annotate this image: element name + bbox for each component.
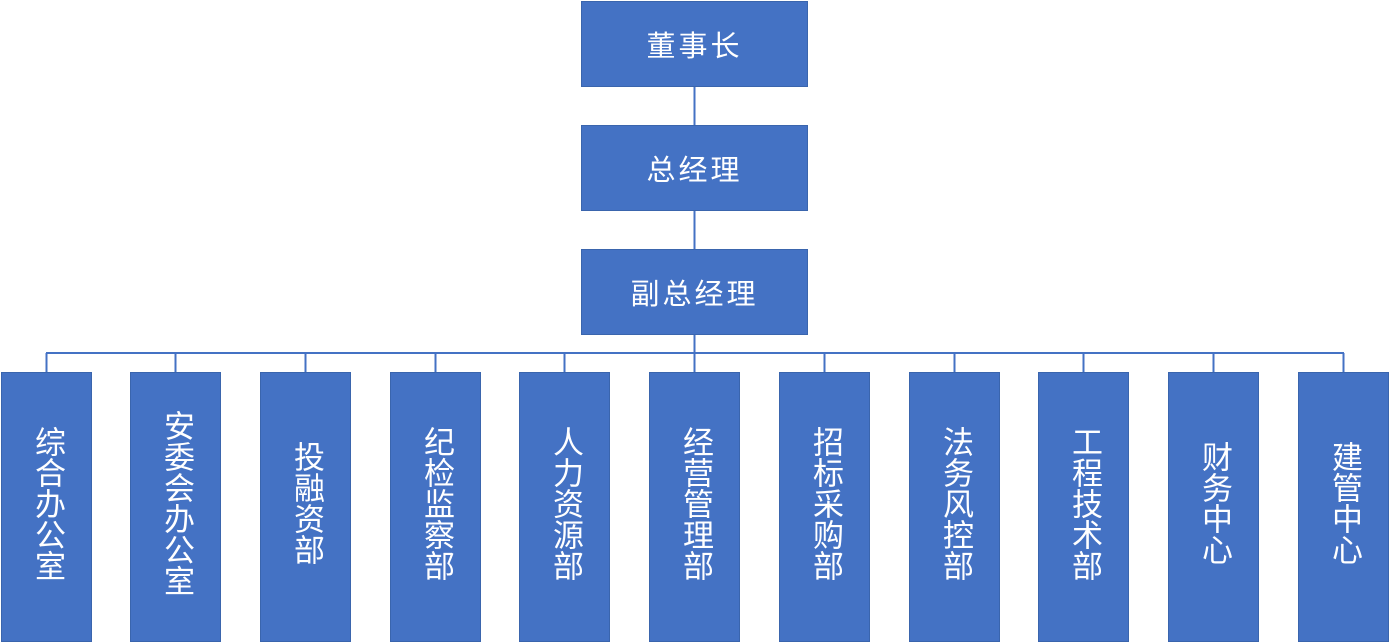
box-dept-finance-center[interactable]: 财务中心: [1168, 372, 1259, 642]
dept-label: 投融资部: [288, 441, 324, 565]
dept-label: 纪检监察部: [418, 425, 454, 581]
box-dept-human-resources[interactable]: 人力资源部: [519, 372, 610, 642]
box-chairman-label: 董事长: [646, 29, 743, 63]
department-connector-drops: [45, 353, 1345, 372]
dept-label: 安委会办公室: [158, 410, 194, 596]
box-dept-safety-committee-office[interactable]: 安委会办公室: [130, 372, 221, 642]
box-general-manager-label: 总经理: [646, 153, 743, 187]
box-dept-discipline-inspection[interactable]: 纪检监察部: [390, 372, 481, 642]
box-dept-construction-management-center[interactable]: 建管中心: [1298, 372, 1389, 642]
box-deputy-general-manager-label: 副总经理: [630, 277, 759, 311]
box-dept-investment-financing[interactable]: 投融资部: [260, 372, 351, 642]
dept-label: 招标采购部: [807, 425, 843, 581]
box-dept-tendering-procurement[interactable]: 招标采购部: [779, 372, 870, 642]
dept-label: 法务风控部: [937, 425, 973, 581]
dept-label: 人力资源部: [547, 425, 583, 581]
dept-label: 财务中心: [1196, 441, 1232, 565]
dept-label: 经营管理部: [677, 425, 713, 581]
dept-label: 建管中心: [1326, 441, 1362, 565]
box-deputy-general-manager[interactable]: 副总经理: [581, 249, 808, 335]
box-dept-general-office[interactable]: 综合办公室: [1, 372, 92, 642]
dept-label: 工程技术部: [1066, 425, 1102, 581]
box-dept-operations-management[interactable]: 经营管理部: [649, 372, 740, 642]
box-dept-legal-risk-control[interactable]: 法务风控部: [909, 372, 1000, 642]
box-dept-engineering-technology[interactable]: 工程技术部: [1038, 372, 1129, 642]
box-general-manager[interactable]: 总经理: [581, 125, 808, 211]
box-chairman[interactable]: 董事长: [581, 1, 808, 87]
dept-label: 综合办公室: [29, 425, 65, 581]
